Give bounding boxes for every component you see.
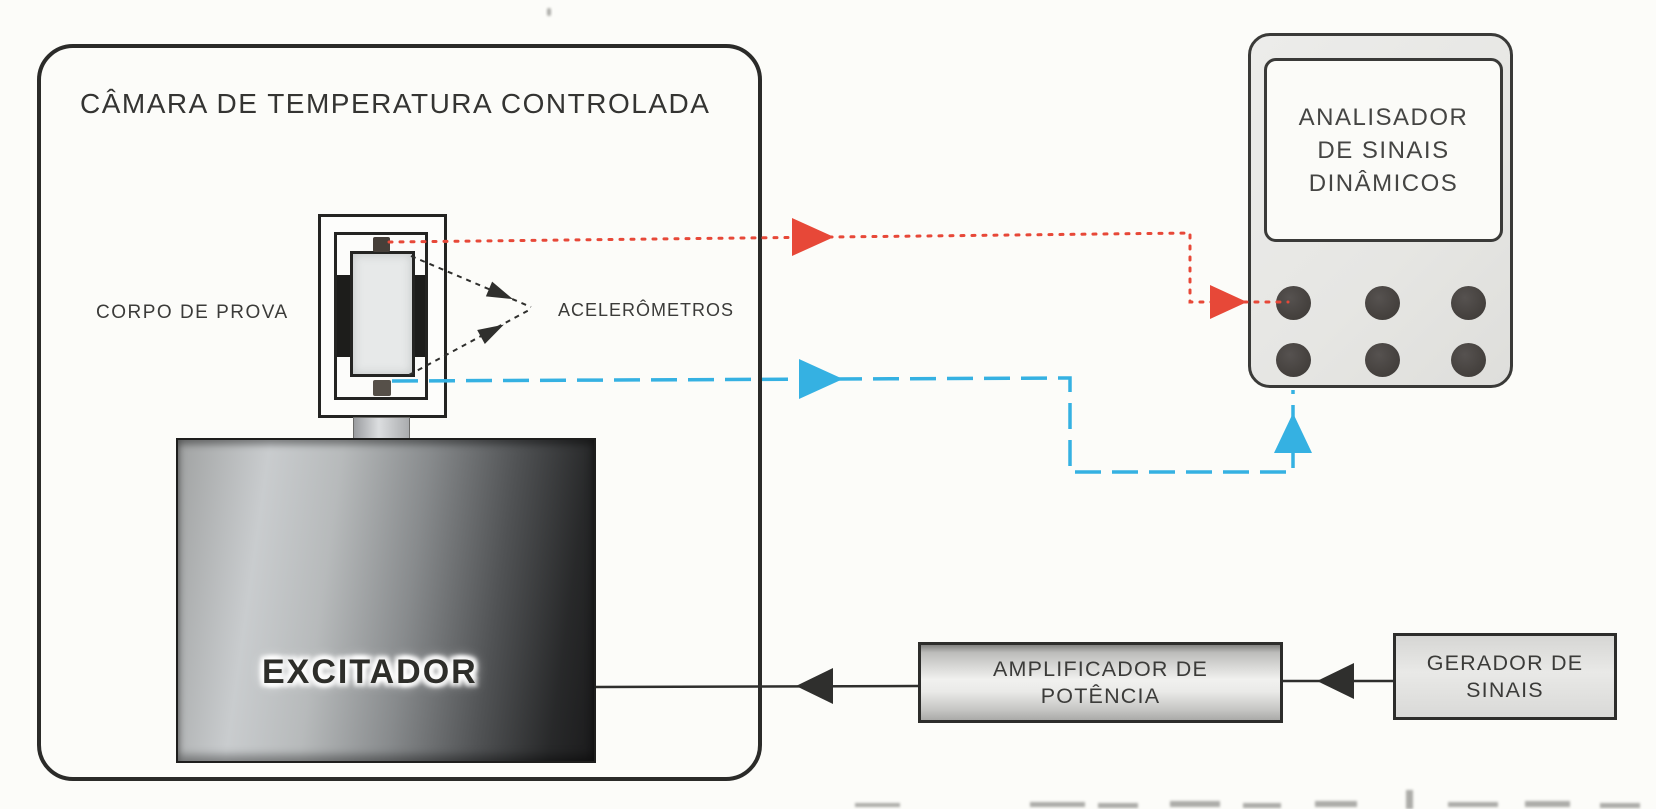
signal-generator-box: GERADOR DE SINAIS [1393, 633, 1617, 720]
analyzer-button [1365, 343, 1400, 377]
analyzer-button [1451, 286, 1486, 320]
specimen-label: CORPO DE PROVA [96, 302, 289, 323]
accelerometer-bottom [373, 380, 391, 396]
exciter-label: EXCITADOR [262, 653, 478, 691]
analyzer-screen-label: ANALISADOR DE SINAIS DINÂMICOS [1298, 103, 1469, 197]
chamber-title: CÂMARA DE TEMPERATURA CONTROLADA [80, 88, 711, 119]
test-specimen [350, 251, 415, 377]
blue-arrowhead-mid [799, 359, 843, 399]
exciter-stem [353, 417, 410, 440]
clamp-block-left [337, 275, 352, 357]
red-arrowhead-end [1210, 285, 1247, 319]
blue-arrowhead-end [1274, 413, 1312, 453]
accelerometer-top [373, 237, 390, 252]
accelerometers-label: ACELERÔMETROS [558, 300, 735, 320]
exciter-body [176, 438, 596, 763]
scan-speck [547, 8, 551, 16]
amplifier-label: AMPLIFICADOR DE POTÊNCIA [992, 656, 1209, 708]
generator-label: GERADOR DE SINAIS [1426, 650, 1584, 702]
analyzer-button [1451, 343, 1486, 377]
analyzer-button [1365, 286, 1400, 320]
power-amplifier-box: AMPLIFICADOR DE POTÊNCIA [918, 642, 1283, 723]
cutoff-caption-marks [855, 790, 1640, 809]
analyzer-screen: ANALISADOR DE SINAIS DINÂMICOS [1264, 58, 1503, 242]
analyzer-button [1276, 286, 1311, 320]
analyzer-button [1276, 343, 1311, 377]
exciter-drive-arrowhead [796, 668, 833, 704]
generator-drive-arrowhead [1317, 663, 1354, 699]
red-arrowhead-mid [792, 218, 834, 256]
